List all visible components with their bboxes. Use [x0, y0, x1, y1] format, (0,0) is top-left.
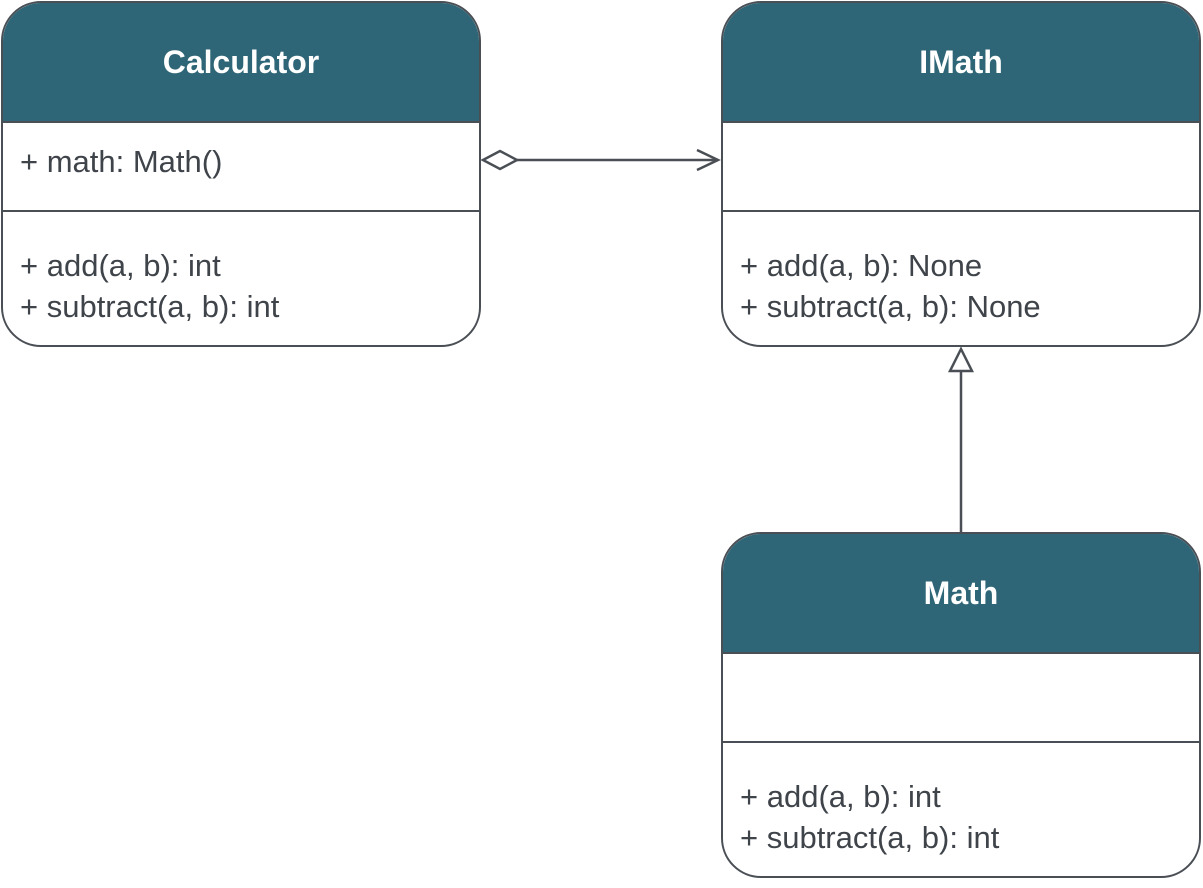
class-imath-method: + add(a, b): None [740, 248, 983, 283]
class-imath-header: IMath [723, 3, 1199, 123]
class-calculator-method: + add(a, b): int [20, 248, 221, 283]
class-imath[interactable]: IMath + add(a, b): None + subtract(a, b)… [721, 1, 1201, 347]
hollow-triangle-arrowhead-icon [947, 346, 975, 373]
aggregation-connector[interactable] [480, 148, 721, 172]
class-math-methods: + add(a, b): int + subtract(a, b): int [723, 743, 1199, 858]
aggregation-diamond-icon [480, 149, 520, 171]
class-calculator[interactable]: Calculator + math: Math() + add(a, b): i… [1, 1, 481, 347]
class-imath-attributes [723, 123, 1199, 212]
realization-connector[interactable] [947, 346, 975, 532]
class-imath-methods: + add(a, b): None + subtract(a, b): None [723, 212, 1199, 327]
class-calculator-method: + subtract(a, b): int [20, 289, 280, 324]
class-math-method: + subtract(a, b): int [740, 820, 1000, 855]
class-math-header: Math [723, 534, 1199, 654]
open-arrowhead-icon [696, 148, 721, 172]
class-math[interactable]: Math + add(a, b): int + subtract(a, b): … [721, 532, 1201, 878]
class-calculator-attribute: + math: Math() [20, 144, 223, 179]
class-calculator-attributes: + math: Math() [3, 123, 479, 212]
class-imath-method: + subtract(a, b): None [740, 289, 1041, 324]
class-math-attributes [723, 654, 1199, 743]
class-math-method: + add(a, b): int [740, 779, 941, 814]
class-calculator-methods: + add(a, b): int + subtract(a, b): int [3, 212, 479, 327]
class-calculator-header: Calculator [3, 3, 479, 123]
